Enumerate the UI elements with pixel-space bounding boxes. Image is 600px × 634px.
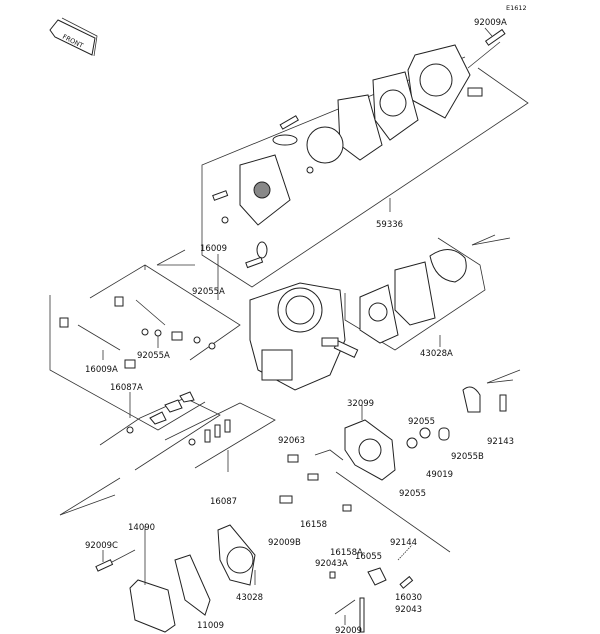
- label-16087A[interactable]: 16087A: [110, 383, 143, 393]
- label-32099[interactable]: 32099: [347, 399, 374, 409]
- fuel-pump-group: [156, 27, 529, 288]
- label-43028[interactable]: 43028: [236, 593, 263, 603]
- label-92063[interactable]: 92063: [278, 436, 305, 446]
- label-92009A[interactable]: 92009A: [474, 18, 507, 28]
- label-11009[interactable]: 11009: [197, 621, 224, 631]
- needle-group: [49, 254, 241, 431]
- label-16087[interactable]: 16087: [210, 497, 237, 507]
- valve-kits: [59, 391, 276, 516]
- label-16158A[interactable]: 16158A: [330, 548, 363, 558]
- label-43028A[interactable]: 43028A: [420, 349, 453, 359]
- diaphragm-group: [95, 524, 256, 633]
- label-16030[interactable]: 16030: [395, 593, 422, 603]
- label-92055[interactable]: 92055: [408, 417, 435, 427]
- figure-code: E1612: [506, 4, 527, 12]
- label-92144[interactable]: 92144: [390, 538, 417, 548]
- part-labels: 92009A 59336 16009 92055A 92055A 16009A …: [85, 18, 514, 634]
- label-92055[interactable]: 92055: [399, 489, 426, 499]
- label-92009[interactable]: 92009: [335, 626, 362, 634]
- label-92009C[interactable]: 92009C: [85, 541, 118, 551]
- label-92055B[interactable]: 92055B: [451, 452, 484, 462]
- gasket-set-group: [344, 234, 511, 351]
- label-59336[interactable]: 59336: [376, 220, 403, 230]
- label-92043[interactable]: 92043: [395, 605, 422, 615]
- label-92143[interactable]: 92143: [487, 437, 514, 447]
- needle-valve-group: [329, 544, 414, 633]
- label-92009B[interactable]: 92009B: [268, 538, 301, 548]
- label-16009[interactable]: 16009: [200, 244, 227, 254]
- label-92055A[interactable]: 92055A: [137, 351, 170, 361]
- label-16158[interactable]: 16158: [300, 520, 327, 530]
- front-arrow-icon: FRONT: [49, 17, 98, 57]
- label-16009A[interactable]: 16009A: [85, 365, 118, 375]
- carburetor-body: [249, 282, 359, 391]
- label-92043A[interactable]: 92043A: [315, 559, 348, 569]
- label-14090[interactable]: 14090: [128, 523, 155, 533]
- pump-cover-group: [279, 369, 521, 553]
- label-92055A[interactable]: 92055A: [192, 287, 225, 297]
- label-49019[interactable]: 49019: [426, 470, 453, 480]
- label-16055[interactable]: 16055: [355, 552, 382, 562]
